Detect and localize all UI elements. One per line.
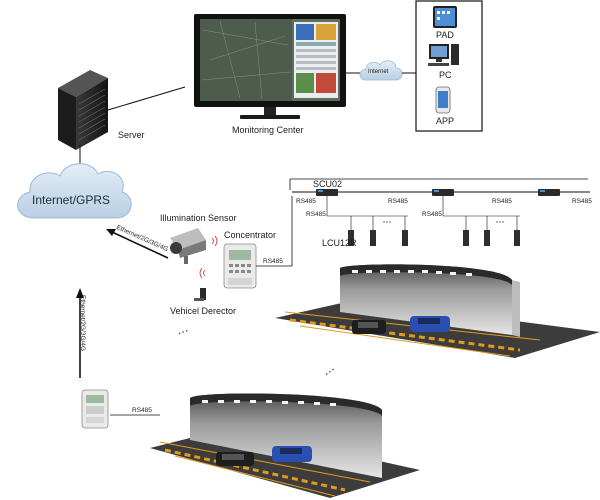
lcu-branch-left	[326, 196, 408, 230]
rs485-label-7: RS485	[263, 258, 283, 265]
tablet-icon	[433, 6, 457, 28]
rs485-label-6: RS485	[422, 211, 442, 218]
rs485-label-8: RS485	[132, 407, 152, 414]
vehicle-detector-icon	[194, 288, 206, 301]
server-label: Server	[118, 130, 145, 140]
car-blue-lower	[272, 446, 312, 462]
illumination-sensor-icon	[170, 228, 206, 264]
ethernet-arrow-left	[76, 288, 84, 378]
server-monitor-link	[107, 86, 186, 111]
tunnel-upper	[275, 264, 600, 358]
car-blue-upper	[410, 316, 450, 332]
server-icon	[58, 70, 108, 150]
ethernet-label-left: Ethernet/2G/3G/4G	[79, 295, 86, 352]
signal-waves-icon	[199, 235, 218, 279]
monitor-icon	[194, 14, 346, 119]
scu-unit-2	[432, 189, 454, 196]
rs485-label-4: RS485	[572, 198, 592, 205]
concentrator-icon	[223, 243, 257, 289]
scu-unit-3	[538, 189, 560, 196]
internet-cloud-icon	[359, 60, 403, 81]
internet-gprs-cloud-icon	[17, 163, 132, 219]
rs485-label-1: RS485	[296, 198, 316, 205]
ethernet-arrow-top	[106, 229, 169, 259]
internet-label: Internet	[368, 69, 389, 75]
devices-box	[415, 0, 483, 132]
tunnel-lower	[150, 393, 420, 498]
scu02-label: SCU02	[313, 179, 343, 189]
car-dark-upper	[352, 320, 386, 334]
lcu12r-label: LCU12R	[322, 238, 357, 248]
rs485-label-5: RS485	[306, 211, 326, 218]
smartphone-icon	[435, 86, 451, 114]
monitoring-center-label: Monitoring Center	[232, 125, 304, 135]
illumination-sensor-label: Illumination Sensor	[160, 213, 237, 223]
pc-label: PC	[439, 70, 452, 80]
pad-label: PAD	[436, 30, 454, 40]
rs485-label-2: RS485	[388, 198, 408, 205]
scu-unit-1	[316, 189, 338, 196]
desktop-pc-icon	[428, 44, 459, 66]
concentrator-label: Concentrator	[224, 230, 277, 240]
lcu-dots	[383, 221, 504, 223]
car-dark-lower	[216, 452, 254, 466]
rs485-label-3: RS485	[492, 198, 512, 205]
internet-gprs-label: Internet/GPRS	[32, 193, 111, 207]
vehicle-detector-label: Vehicel Derector	[170, 306, 237, 316]
lcu-devices	[348, 230, 520, 246]
concentrator-lower-icon	[81, 389, 109, 429]
lcu-branch-right	[442, 196, 520, 230]
app-label: APP	[436, 116, 455, 126]
